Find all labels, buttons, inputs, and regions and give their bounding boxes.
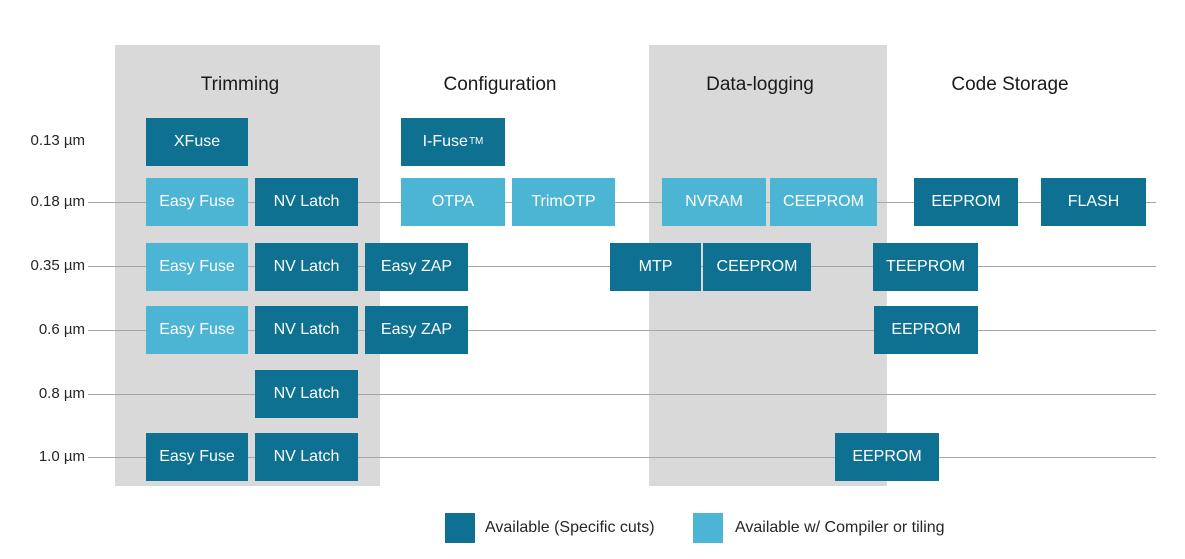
memory-box-otpa: OTPA [401,178,505,226]
memory-box-mtp: MTP [610,243,701,291]
memory-box-easy-zap: Easy ZAP [365,306,468,354]
memory-box-ceeprom: CEEPROM [770,178,877,226]
memory-box-easy-fuse: Easy Fuse [146,243,248,291]
gridline-0.18um [88,202,1156,203]
row-label-0.13um: 0.13 µm [30,132,86,149]
memory-box-trimotp: TrimOTP [512,178,615,226]
memory-box-nv-latch: NV Latch [255,243,358,291]
row-label-0.6um: 0.6 µm [38,321,85,338]
memory-box-teeprom: TEEPROM [873,243,978,291]
row-label-0.8um: 0.8 µm [38,385,85,402]
memory-box-easy-fuse: Easy Fuse [146,433,248,481]
legend-swatch-specific-cuts [445,513,475,543]
row-label-0.35um: 0.35 µm [30,257,86,274]
memory-box-eeprom: EEPROM [874,306,978,354]
column-header-trimming: Trimming [200,74,280,95]
memory-box-easy-zap: Easy ZAP [365,243,468,291]
legend-swatch-compiler-tiling [693,513,723,543]
column-header-configuration: Configuration [443,74,557,95]
memory-box-easy-fuse: Easy Fuse [146,178,248,226]
legend: Available (Specific cuts) Available w/ C… [0,513,1185,543]
memory-box-nv-latch: NV Latch [255,370,358,418]
legend-label-specific-cuts: Available (Specific cuts) [485,519,655,536]
legend-label-compiler-tiling: Available w/ Compiler or tiling [735,519,945,536]
memory-box-nvram: NVRAM [662,178,766,226]
memory-box-ceeprom: CEEPROM [703,243,811,291]
memory-box-nv-latch: NV Latch [255,178,358,226]
memory-box-eeprom: EEPROM [914,178,1018,226]
gridline-0.8um [88,394,1156,395]
gridline-0.6um [88,330,1156,331]
memory-box-nv-latch: NV Latch [255,433,358,481]
memory-box-xfuse: XFuse [146,118,248,166]
memory-box-nv-latch: NV Latch [255,306,358,354]
column-header-data-logging: Data-logging [706,74,814,95]
memory-box-eeprom: EEPROM [835,433,939,481]
gridline-1.0um [88,457,1156,458]
column-header-code-storage: Code Storage [951,74,1069,95]
row-label-1.0um: 1.0 µm [38,448,85,465]
memory-box-flash: FLASH [1041,178,1146,226]
memory-box-easy-fuse: Easy Fuse [146,306,248,354]
row-label-0.18um: 0.18 µm [30,193,86,210]
